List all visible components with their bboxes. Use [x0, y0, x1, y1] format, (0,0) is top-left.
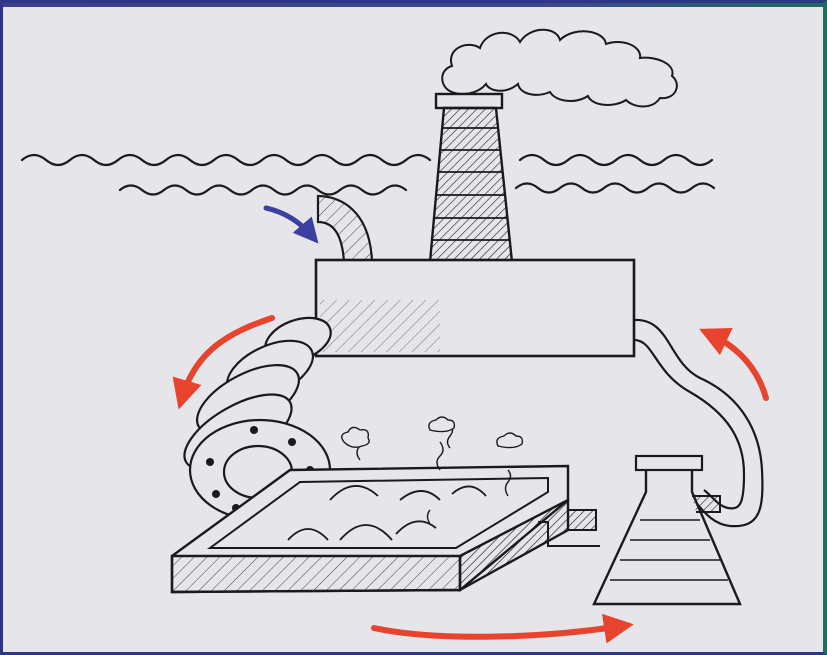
smokestack [430, 94, 512, 262]
water-inflow-arrow [266, 208, 312, 236]
intake-pipe [318, 196, 372, 262]
furnace-block [316, 260, 634, 356]
water-surface-waves [22, 155, 714, 195]
flask [594, 456, 740, 604]
bottom-flow-arrow [374, 626, 622, 637]
